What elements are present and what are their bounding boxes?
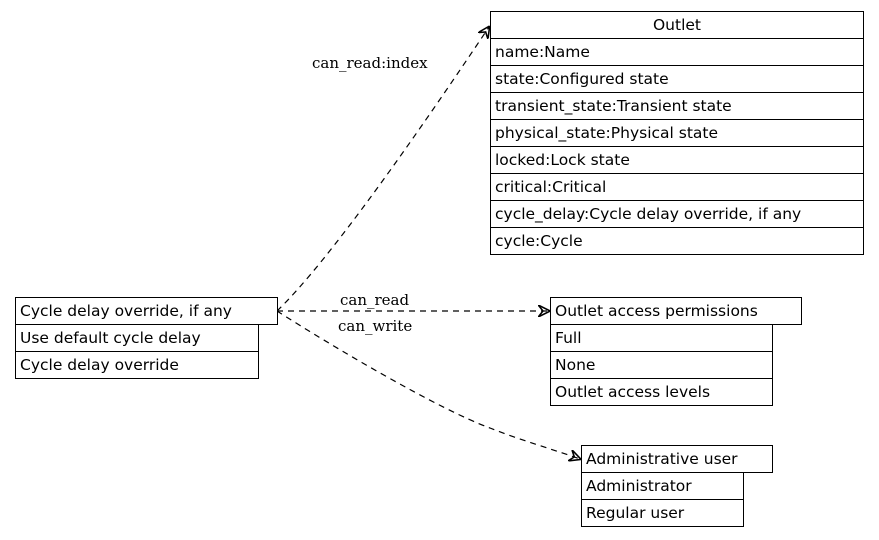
permissions-option-none: None [550,351,773,379]
admin-user-title: Administrative user [581,445,773,473]
admin-user-node: Administrative user Administrator Regula… [581,445,773,527]
outlet-field-physical-state: physical_state:Physical state [490,119,864,147]
outlet-node: Outlet name:Name state:Configured state … [490,11,864,255]
admin-user-option-regular: Regular user [581,499,744,527]
outlet-field-locked: locked:Lock state [490,146,864,174]
permissions-option-full: Full [550,324,773,352]
cycle-delay-title: Cycle delay override, if any [15,297,278,325]
outlet-field-name: name:Name [490,38,864,66]
outlet-field-state: state:Configured state [490,65,864,93]
outlet-field-cycle-delay: cycle_delay:Cycle delay override, if any [490,200,864,228]
edge-label-can-read-index: can_read:index [312,54,428,72]
edge-can-write [276,310,580,459]
admin-user-option-administrator: Administrator [581,472,744,500]
edge-label-can-read: can_read [340,291,409,309]
outlet-field-transient-state: transient_state:Transient state [490,92,864,120]
outlet-field-critical: critical:Critical [490,173,864,201]
outlet-field-cycle: cycle:Cycle [490,227,864,255]
cycle-delay-option-default: Use default cycle delay [15,324,259,352]
permissions-node: Outlet access permissions Full None Outl… [550,297,802,406]
permissions-title: Outlet access permissions [550,297,802,325]
permissions-option-levels: Outlet access levels [550,378,773,406]
outlet-title: Outlet [490,11,864,39]
cycle-delay-option-override: Cycle delay override [15,351,259,379]
edge-label-can-write: can_write [338,317,412,335]
cycle-delay-node: Cycle delay override, if any Use default… [15,297,278,379]
edge-can-read-index [277,27,489,311]
